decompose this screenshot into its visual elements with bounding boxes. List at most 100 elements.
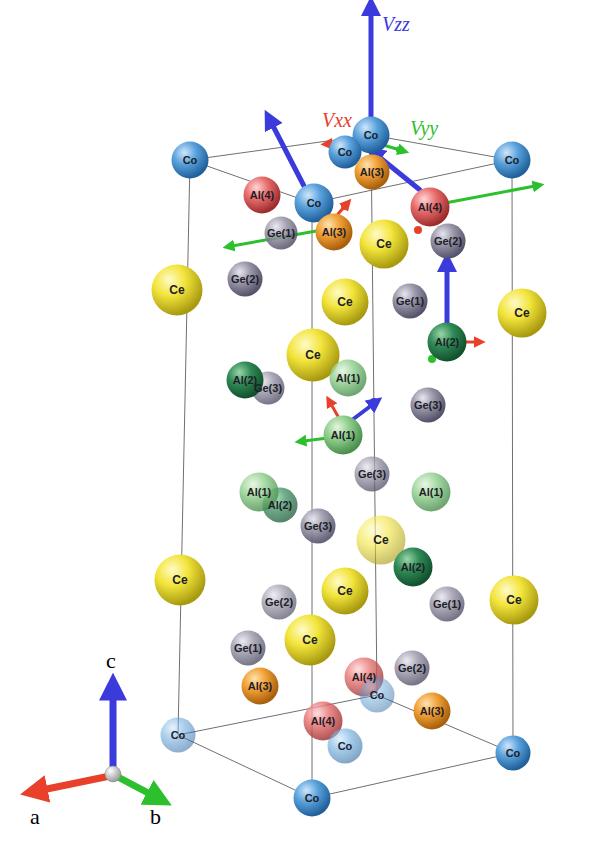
atom-label: Co [364, 130, 379, 141]
atom-label: Ge(1) [433, 599, 461, 610]
atom: Co [327, 728, 363, 764]
atom-label: Co [506, 748, 521, 759]
atom: Al(3) [354, 154, 390, 190]
atom: Ce [321, 278, 369, 326]
atom-sphere [412, 473, 451, 512]
atom: Ge(1) [392, 283, 428, 319]
atom-label: Ge(2) [398, 663, 426, 674]
atom-sphere [360, 678, 395, 713]
atom: Al(4) [410, 187, 450, 227]
atom-label: Ce [376, 238, 391, 250]
atom: Co [493, 141, 531, 179]
atom-label: Co [505, 155, 520, 166]
atom-sphere [496, 736, 531, 771]
atom: Al(2) [427, 322, 467, 362]
atom-label: Ce [172, 574, 187, 586]
atom-label: Ce [169, 284, 184, 296]
atom-sphere [494, 142, 531, 179]
atom-sphere [393, 284, 428, 319]
atom-sphere [161, 718, 196, 753]
unit-cell [178, 135, 513, 798]
atom-sphere [431, 224, 466, 259]
atom-label: Co [338, 741, 353, 752]
atom-label: Al(1) [419, 487, 443, 498]
atom-label: Al(3) [360, 167, 384, 178]
atom: Ge(2) [261, 584, 297, 620]
atom-sphere [262, 585, 297, 620]
atom: Al(3) [315, 213, 353, 251]
atom-sphere [428, 323, 467, 362]
atom-sphere [324, 416, 363, 455]
atom-sphere [490, 576, 539, 625]
atom: Ce [154, 554, 206, 606]
atom-sphere [316, 214, 353, 251]
atom-sphere [227, 362, 264, 399]
atom-label: Al(2) [268, 500, 292, 511]
atom-label: Al(3) [248, 681, 272, 692]
atom-label: Al(4) [352, 672, 376, 683]
atom-sphere [228, 262, 263, 297]
atom-sphere [301, 509, 336, 544]
atom-label: Al(2) [435, 337, 459, 348]
atom-label: Ge(1) [267, 228, 295, 239]
atom: Ce [284, 614, 336, 666]
axis-label: c [106, 650, 116, 672]
atom: Al(2) [393, 547, 433, 587]
atom-sphere [152, 265, 203, 316]
atom-sphere [330, 360, 367, 397]
atom-sphere [242, 668, 279, 705]
atom-label: Ge(2) [434, 236, 462, 247]
atom: Co [160, 717, 196, 753]
atom-sphere [430, 587, 465, 622]
atom: Al(1) [323, 415, 363, 455]
atom: Al(1) [329, 359, 367, 397]
atom: Co [171, 141, 209, 179]
atom-label: Ge(3) [358, 469, 386, 480]
atom-label: Ge(3) [254, 383, 282, 394]
atom: Ge(1) [264, 216, 298, 250]
atom-label: Ge(3) [304, 521, 332, 532]
atom-label: Ce [506, 594, 521, 606]
atom-sphere [294, 780, 331, 817]
atom-label: Ce [337, 296, 352, 308]
atom-label: Ce [337, 585, 352, 597]
atom-sphere [155, 555, 206, 606]
atom-sphere [322, 568, 369, 615]
atom-sphere [395, 651, 430, 686]
atom-sphere [329, 136, 362, 169]
atom-sphere [411, 188, 450, 227]
atom-label: Al(4) [311, 716, 335, 727]
atom: Ce [497, 288, 547, 338]
atom: Ge(1) [429, 586, 465, 622]
atom-label: Ce [514, 307, 529, 319]
atom-sphere [355, 155, 390, 190]
atom-sphere [240, 473, 279, 512]
tensor-label: Vyy [410, 118, 438, 138]
atom-label: Al(2) [401, 562, 425, 573]
atom-sphere [322, 279, 369, 326]
atom: Co [495, 735, 531, 771]
atom-label: Al(4) [418, 202, 442, 213]
atom-sphere [231, 631, 266, 666]
efg-tensor-arrows [232, 12, 535, 441]
atom-label: Ge(2) [265, 597, 293, 608]
atom: Ge(3) [300, 508, 336, 544]
atom: Ce [321, 567, 369, 615]
atom: Ce [151, 264, 203, 316]
atom-label: Al(1) [331, 430, 355, 441]
atom-sphere [328, 729, 363, 764]
atom-sphere [414, 693, 451, 730]
atom: Ge(2) [227, 261, 263, 297]
atom: Ge(3) [354, 456, 390, 492]
atom-label: Al(4) [250, 190, 274, 201]
atom: Ge(1) [230, 630, 266, 666]
atom-sphere [394, 548, 433, 587]
atom-sphere [285, 615, 336, 666]
atom-label: Al(1) [247, 487, 271, 498]
atom: Al(1) [411, 472, 451, 512]
atom-label: Al(3) [420, 706, 444, 717]
atom-label: Ge(1) [234, 643, 262, 654]
atom-sphere [360, 220, 409, 269]
atom: Ge(2) [394, 650, 430, 686]
